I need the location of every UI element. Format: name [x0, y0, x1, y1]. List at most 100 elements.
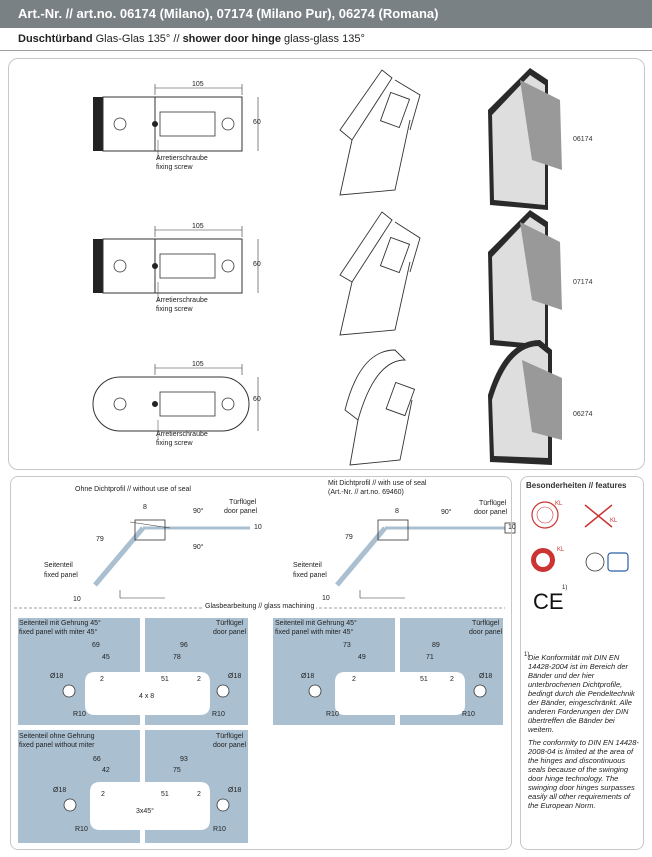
- tl-dim-2a: 2: [100, 676, 104, 683]
- tl-dim-96: 96: [180, 642, 188, 649]
- patent-kl-icon: [531, 548, 555, 572]
- page-header: Art.-Nr. // art.no. 06174 (Milano), 0717…: [0, 0, 652, 28]
- dim-width-07174: 105: [192, 223, 204, 230]
- tl-dim-45: 45: [102, 654, 110, 661]
- right-door-en: door panel: [474, 509, 508, 516]
- bl-dim-51: 51: [161, 791, 169, 798]
- bl-dim-75: 75: [173, 767, 181, 774]
- screw-en-06174: fixing screw: [156, 164, 193, 171]
- ce-mark-icon: CE: [533, 589, 564, 614]
- line-art-06274: [344, 349, 416, 466]
- subtitle-de-rest: Glas-Glas 135° //: [92, 33, 183, 45]
- tl-fixed-de: Seitenteil mit Gehrung 45°: [19, 620, 101, 627]
- installation-left: [93, 519, 250, 599]
- tl-r10a: R10: [73, 711, 86, 718]
- article-label-06274: 06274: [573, 411, 593, 418]
- left-door-en: door panel: [224, 508, 258, 515]
- bl-dim-3x45: 3x45°: [136, 808, 154, 815]
- note-en: The conformity to DIN EN 14428-2008-04 i…: [528, 738, 639, 810]
- tl-dim-d18b: Ø18: [228, 673, 242, 680]
- tl-fixed-en: fixed panel with miter 45°: [19, 629, 98, 636]
- note-de: Die Konformität mit DIN EN 14428-2004 is…: [528, 653, 635, 734]
- features-title: Besonderheiten // features: [526, 481, 627, 490]
- tr-fixed-de: Seitenteil mit Gehrung 45°: [275, 620, 357, 627]
- kl-tool-icon: [584, 504, 613, 528]
- tr-dim-49: 49: [358, 654, 366, 661]
- tr-dim-2a: 2: [352, 676, 356, 683]
- photo-06274: [488, 340, 562, 465]
- dim-height-07174: 60: [253, 261, 261, 268]
- tr-r10a: R10: [326, 711, 339, 718]
- left-door-de: Türflügel: [229, 499, 257, 506]
- tl-door-de: Türflügel: [216, 620, 244, 627]
- screw-de-06174: Arretierschraube: [156, 155, 208, 162]
- drawing-06274: [92, 364, 259, 440]
- left-dim-79: 79: [96, 536, 104, 543]
- tl-r10b: R10: [212, 711, 225, 718]
- left-dim-10a: 10: [254, 524, 262, 531]
- features-panel: [520, 476, 644, 850]
- machining-top-right: [273, 618, 503, 725]
- bl-door-de: Türflügel: [216, 733, 244, 740]
- tl-dim-78: 78: [173, 654, 181, 661]
- tr-dim-73: 73: [343, 642, 351, 649]
- left-fixed-de: Seitenteil: [44, 562, 73, 569]
- tr-door-de: Türflügel: [472, 620, 500, 627]
- left-dim-10b: 10: [73, 596, 81, 603]
- conformity-note: 1) Die Konformität mit DIN EN 14428-2004…: [524, 652, 642, 810]
- bl-dim-d18a: Ø18: [53, 787, 67, 794]
- bl-dim-66: 66: [93, 756, 101, 763]
- bl-dim-2b: 2: [197, 791, 201, 798]
- technical-panel: [10, 476, 512, 850]
- left-dim-8: 8: [143, 504, 147, 511]
- screw-de-07174: Arretierschraube: [156, 297, 208, 304]
- article-label-07174: 07174: [573, 279, 593, 286]
- tl-dim-51: 51: [161, 676, 169, 683]
- tr-dim-71: 71: [426, 654, 434, 661]
- bl-r10a: R10: [75, 826, 88, 833]
- tr-dim-89: 89: [432, 642, 440, 649]
- left-angle-90-bottom: 90°: [193, 544, 204, 551]
- dim-height-06274: 60: [253, 396, 261, 403]
- article-label-06174: 06174: [573, 136, 593, 143]
- screw-en-06274: fixing screw: [156, 440, 193, 447]
- bl-dim-d18b: Ø18: [228, 787, 242, 794]
- tr-dim-2b: 2: [450, 676, 454, 683]
- tr-door-en: door panel: [469, 629, 503, 636]
- page-title: Art.-Nr. // art.no. 06174 (Milano), 0717…: [18, 6, 439, 21]
- machining-bottom-left: [18, 730, 248, 843]
- kl-label-2: KL: [610, 518, 618, 524]
- right-dim-10a: 10: [508, 524, 516, 531]
- kl-label-1: KL: [555, 501, 563, 507]
- tr-dim-d18a: Ø18: [301, 673, 315, 680]
- install-left-title: Ohne Dichtprofil // without use of seal: [75, 486, 191, 493]
- bl-dim-42: 42: [102, 767, 110, 774]
- bl-fixed-de: Seitenteil ohne Gehrung: [19, 733, 95, 740]
- dim-width-06174: 105: [192, 81, 204, 88]
- photo-07174: [488, 210, 562, 350]
- install-right-title: Mit Dichtprofil // with use of seal: [328, 480, 427, 487]
- right-dim-79: 79: [345, 534, 353, 541]
- tl-dim-2b: 2: [197, 676, 201, 683]
- screw-de-06274: Arretierschraube: [156, 431, 208, 438]
- page-subtitle: Duschtürband Glas-Glas 135° // shower do…: [18, 33, 365, 45]
- right-angle-90: 90°: [441, 509, 452, 516]
- line-art-07174: [339, 211, 421, 336]
- left-fixed-en: fixed panel: [44, 572, 78, 579]
- right-fixed-de: Seitenteil: [293, 562, 322, 569]
- right-dim-10b: 10: [322, 595, 330, 602]
- ce-footnote: 1): [562, 585, 568, 591]
- bl-r10b: R10: [213, 826, 226, 833]
- tr-dim-51: 51: [420, 676, 428, 683]
- note-number: 1): [524, 652, 530, 658]
- drawing-06174: [93, 84, 259, 160]
- dim-height-06174: 60: [253, 119, 261, 126]
- tl-dim-4x8: 4 x 8: [139, 693, 155, 700]
- right-door-de: Türflügel: [479, 500, 507, 507]
- tl-dim-d18a: Ø18: [50, 673, 64, 680]
- drawing-07174: [93, 226, 259, 302]
- screw-en-07174: fixing screw: [156, 306, 193, 313]
- bl-door-en: door panel: [213, 742, 247, 749]
- kl-seal-icon: [531, 501, 559, 529]
